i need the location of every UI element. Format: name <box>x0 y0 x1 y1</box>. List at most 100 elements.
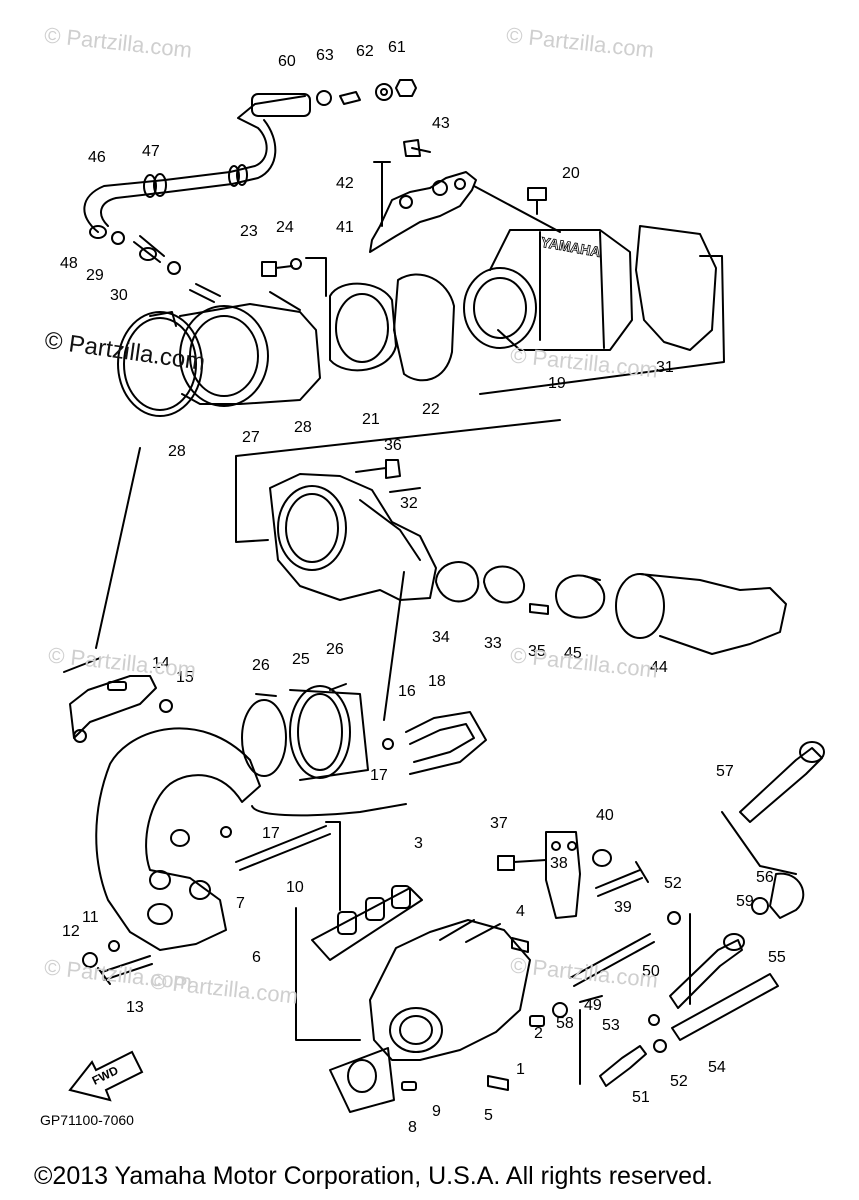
breather-hose-assembly <box>83 93 311 275</box>
callout-label-45: 45 <box>564 645 582 662</box>
nut-52a <box>667 911 681 925</box>
callout-label-34: 34 <box>432 629 450 646</box>
bolt-23 <box>261 261 293 277</box>
callout-label-21: 21 <box>362 411 380 428</box>
nut-12 <box>82 952 98 968</box>
hose-18 <box>251 711 487 817</box>
callout-label-59: 59 <box>736 893 754 910</box>
nipple-55 <box>669 939 743 1009</box>
gaskets-21-22 <box>329 273 455 382</box>
fwd-arrow-badge: FWD <box>68 1050 144 1102</box>
bolt-39 <box>595 861 649 897</box>
callout-label-55: 55 <box>768 949 786 966</box>
callout-label-26: 26 <box>326 641 344 658</box>
pin-2 <box>529 1015 545 1027</box>
hose-44 <box>615 573 787 655</box>
callout-label-56: 56 <box>756 869 774 886</box>
sensor-57 <box>739 747 823 823</box>
callout-label-38: 38 <box>550 855 568 872</box>
callout-label-9: 9 <box>432 1103 441 1120</box>
leader-57 <box>721 811 797 875</box>
callout-label-20: 20 <box>562 165 580 182</box>
clamp-17b <box>220 826 232 838</box>
clamp-28 <box>117 311 203 417</box>
clamp-45 <box>555 574 606 619</box>
bolt-49 <box>579 995 603 1003</box>
callout-label-29: 29 <box>86 267 104 284</box>
callout-label-17: 17 <box>370 767 388 784</box>
callout-label-54: 54 <box>708 1059 726 1076</box>
callout-label-1: 1 <box>516 1061 525 1078</box>
callout-label-40: 40 <box>596 807 614 824</box>
callout-label-53: 53 <box>602 1017 620 1034</box>
nut-59 <box>751 897 769 915</box>
callout-label-13: 13 <box>126 999 144 1016</box>
leader-3 <box>295 907 361 1041</box>
callout-label-62: 62 <box>356 43 374 60</box>
callout-label-30: 30 <box>110 287 128 304</box>
callout-label-33: 33 <box>484 635 502 652</box>
callout-label-51: 51 <box>632 1089 650 1106</box>
gasket-3 <box>311 885 423 961</box>
callout-label-41: 41 <box>336 219 354 236</box>
nipple-51 <box>599 1045 647 1087</box>
callout-label-49: 49 <box>584 997 602 1014</box>
callout-label-4: 4 <box>516 903 525 920</box>
callout-label-26: 26 <box>252 657 270 674</box>
gasket-34 <box>435 561 480 603</box>
bolt-37 <box>497 855 547 871</box>
bolt-35 <box>529 603 549 615</box>
callout-label-28: 28 <box>168 443 186 460</box>
pin-9 <box>401 1081 417 1091</box>
callout-label-42: 42 <box>336 175 354 192</box>
mount-14 <box>69 675 173 743</box>
bolt-13 <box>97 955 153 985</box>
callout-label-35: 35 <box>528 643 546 660</box>
callout-label-3: 3 <box>414 835 423 852</box>
leaders-32 <box>235 419 561 543</box>
callout-label-58: 58 <box>556 1015 574 1032</box>
callout-label-63: 63 <box>316 47 334 64</box>
copyright-notice: ©2013 Yamaha Motor Corporation, U.S.A. A… <box>34 1162 713 1190</box>
callout-label-52: 52 <box>664 875 682 892</box>
callout-label-2: 2 <box>534 1025 543 1042</box>
grommet-40 <box>592 849 612 867</box>
callout-label-61: 61 <box>388 39 406 56</box>
callout-label-60: 60 <box>278 53 296 70</box>
callout-label-11: 11 <box>82 909 99 926</box>
muffler-19 <box>463 229 633 351</box>
bolt-36 <box>355 459 401 479</box>
callout-label-27: 27 <box>242 429 260 446</box>
cap-56 <box>769 872 805 919</box>
callout-label-24: 24 <box>276 219 294 236</box>
clamp-53 <box>648 1014 660 1026</box>
diagram-code: GP71100-7060 <box>40 1112 134 1128</box>
washer-58 <box>552 1002 568 1018</box>
stud-10 <box>235 825 331 871</box>
callout-label-25: 25 <box>292 651 310 668</box>
bolt-20 <box>527 187 547 215</box>
callout-label-44: 44 <box>650 659 668 676</box>
hose-54 <box>671 973 779 1041</box>
callout-label-12: 12 <box>62 923 80 940</box>
callout-label-22: 22 <box>422 401 440 418</box>
callout-label-17: 17 <box>262 825 280 842</box>
callout-label-37: 37 <box>490 815 508 832</box>
callout-label-6: 6 <box>252 949 261 966</box>
callout-label-19: 19 <box>548 375 566 392</box>
yamaha-brand-mark: YAMAHA <box>540 234 602 260</box>
bracket-38 <box>545 831 581 919</box>
chamber-32 <box>269 473 437 601</box>
leader-31 <box>479 255 725 395</box>
leaders-50 <box>579 913 691 1085</box>
bolt-4 <box>511 937 529 953</box>
callout-label-52: 52 <box>670 1073 688 1090</box>
shaft-50 <box>569 933 655 987</box>
bracket-assembly <box>369 139 561 253</box>
washer-11 <box>108 940 120 952</box>
callout-label-36: 36 <box>384 437 402 454</box>
callout-label-47: 47 <box>142 143 160 160</box>
callout-label-18: 18 <box>428 673 446 690</box>
gasket-31 <box>635 225 717 351</box>
